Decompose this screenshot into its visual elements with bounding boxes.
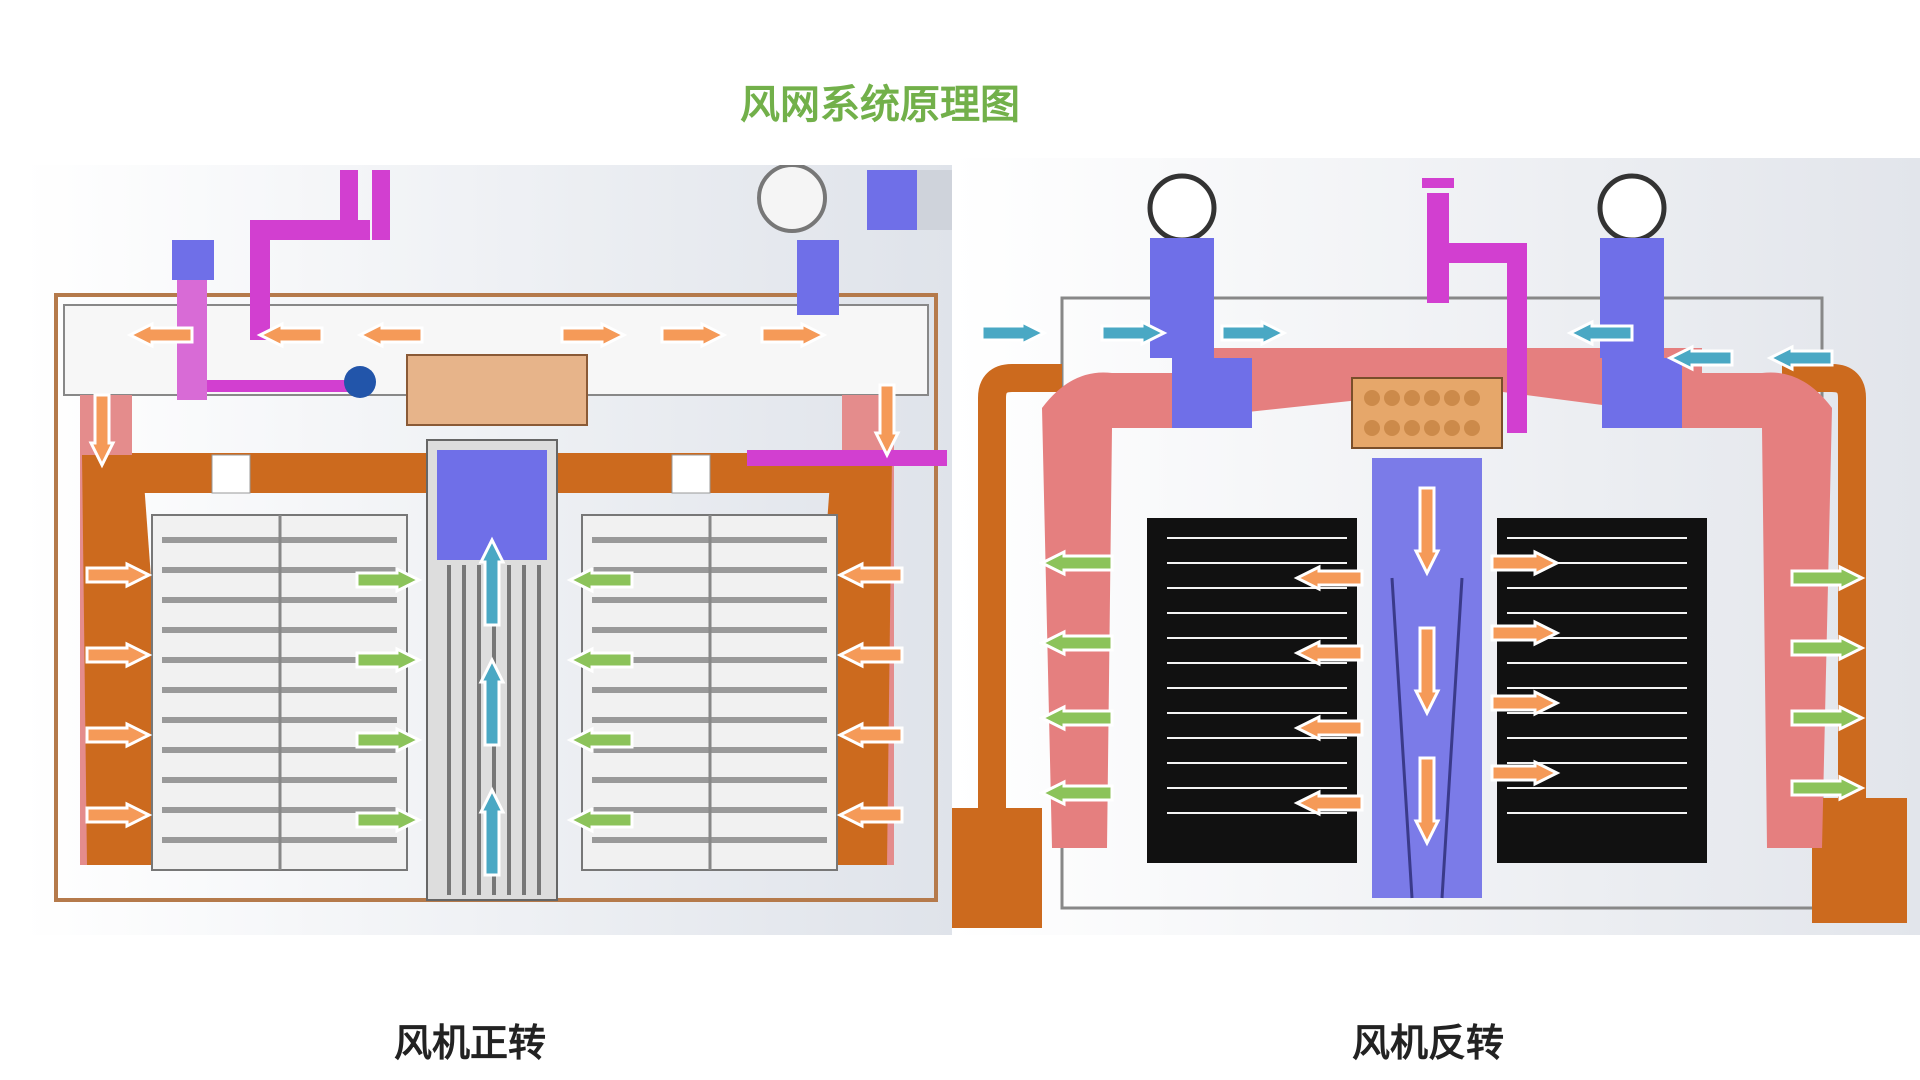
airflow-arrow-r xyxy=(85,561,153,589)
airflow-arrow-r xyxy=(355,726,423,754)
airflow-arrow-r xyxy=(1490,759,1561,787)
airflow-arrow-d xyxy=(1413,756,1441,847)
airflow-arrow-u xyxy=(478,786,506,877)
airflow-arrow-l xyxy=(836,561,904,589)
valve-icon xyxy=(344,366,376,398)
airflow-arrow-l xyxy=(1293,639,1364,667)
airflow-arrow-l xyxy=(1293,789,1364,817)
airflow-arrow-r xyxy=(660,321,728,349)
page-title: 风网系统原理图 xyxy=(740,82,1020,128)
airflow-arrow-l xyxy=(836,641,904,669)
airflow-arrow-r xyxy=(1100,319,1168,347)
airflow-arrow-d xyxy=(1413,626,1441,717)
airflow-arrow-l xyxy=(1566,319,1634,347)
airflow-arrow-u xyxy=(478,656,506,747)
airflow-arrow-r xyxy=(85,641,153,669)
airflow-arrow-l xyxy=(1038,779,1114,807)
airflow-arrow-r xyxy=(1790,704,1866,732)
airflow-arrow-r xyxy=(1490,619,1561,647)
airflow-arrow-l xyxy=(566,806,634,834)
airflow-arrow-l xyxy=(1293,714,1364,742)
caption-fan-forward: 风机正转 xyxy=(394,1020,547,1065)
airflow-arrow-r xyxy=(355,566,423,594)
airflow-arrow-r xyxy=(1790,564,1866,592)
airflow-arrow-l xyxy=(1666,344,1734,372)
airflow-arrow-r xyxy=(85,801,153,829)
airflow-arrow-l xyxy=(566,566,634,594)
heat-exchanger xyxy=(1351,377,1503,449)
airflow-arrow-u xyxy=(478,536,506,627)
airflow-arrow-l xyxy=(836,801,904,829)
airflow-arrow-l xyxy=(256,321,324,349)
airflow-arrow-d xyxy=(88,393,116,469)
airflow-arrow-l xyxy=(1038,704,1114,732)
airflow-arrow-r xyxy=(85,721,153,749)
left-duct xyxy=(1042,372,1192,848)
airflow-arrow-l xyxy=(566,726,634,754)
airflow-arrow-l xyxy=(356,321,424,349)
airflow-arrow-d xyxy=(1413,486,1441,577)
airflow-arrow-r xyxy=(1790,774,1866,802)
caption-fan-reverse: 风机反转 xyxy=(1352,1020,1505,1065)
airflow-arrow-r xyxy=(355,646,423,674)
right-duct xyxy=(1682,372,1832,848)
airflow-arrow-r xyxy=(560,321,628,349)
rack-left xyxy=(151,514,408,871)
airflow-arrow-d xyxy=(873,383,901,459)
airflow-arrow-l xyxy=(566,646,634,674)
airflow-arrow-r xyxy=(1490,549,1561,577)
airflow-arrow-l xyxy=(1766,344,1834,372)
airflow-arrow-r xyxy=(980,319,1048,347)
heat-exchanger xyxy=(406,354,588,426)
airflow-arrow-l xyxy=(836,721,904,749)
airflow-arrow-r xyxy=(1790,634,1866,662)
airflow-arrow-l xyxy=(1293,564,1364,592)
rack-right xyxy=(581,514,838,871)
airflow-arrow-r xyxy=(355,806,423,834)
airflow-arrow-l xyxy=(1038,549,1114,577)
airflow-arrow-l xyxy=(1038,629,1114,657)
diagram-fan-reverse xyxy=(952,158,1920,935)
airflow-arrow-r xyxy=(1220,319,1288,347)
diagram-fan-forward xyxy=(22,165,952,935)
fan-motor-left xyxy=(1172,358,1252,428)
airflow-arrow-r xyxy=(760,321,828,349)
fan-motor-right xyxy=(1602,358,1682,428)
airflow-arrow-r xyxy=(1490,689,1561,717)
airflow-arrow-l xyxy=(126,321,194,349)
